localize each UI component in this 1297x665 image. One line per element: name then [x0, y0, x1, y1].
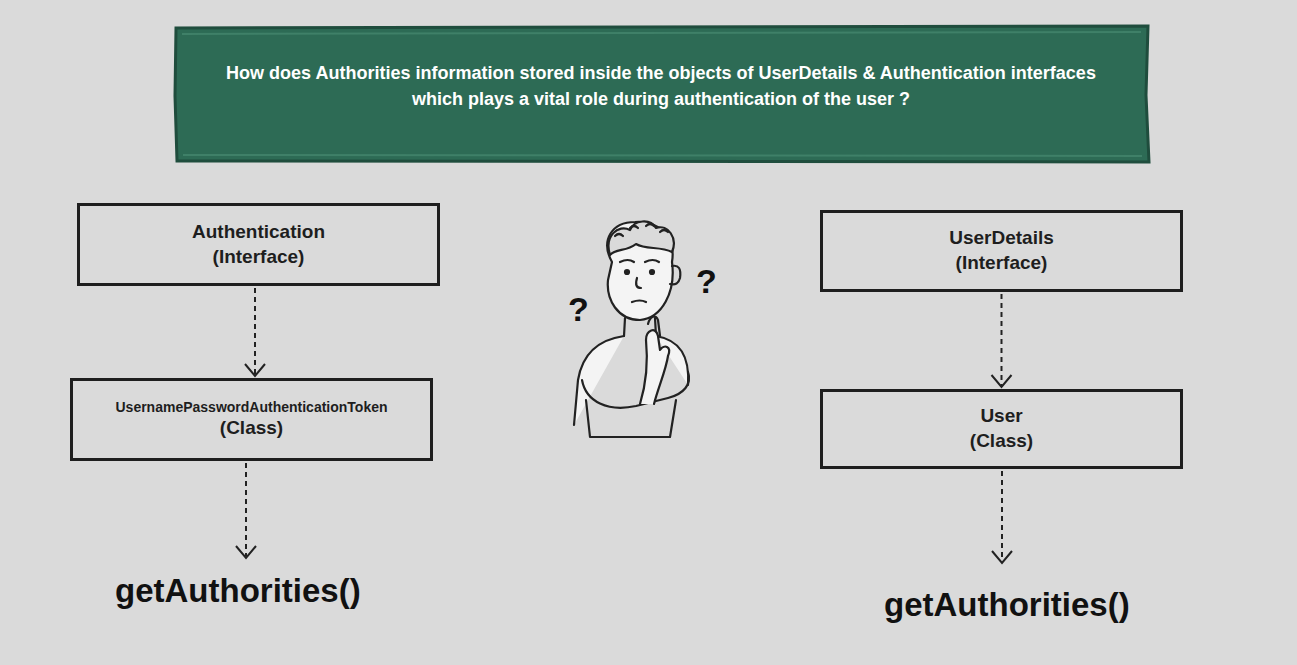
- method-name: getAuthorities(): [884, 588, 1130, 621]
- arm: [582, 372, 689, 408]
- leader-line: [1001, 471, 1003, 561]
- brows: [620, 260, 659, 262]
- arrow-head: [992, 551, 1012, 563]
- dashed-arrow: [992, 294, 1012, 387]
- method-name: getAuthorities(): [115, 574, 361, 607]
- box-kind: (Interface): [213, 245, 305, 270]
- arrow-head: [992, 375, 1012, 387]
- connector-line: [1001, 294, 1003, 387]
- class-box: User(Class): [820, 389, 1183, 469]
- box-heading: Authentication: [192, 220, 325, 245]
- interface-box: UserDetails(Interface): [820, 210, 1183, 292]
- title: How does Authorities information stored …: [200, 60, 1122, 112]
- connector-line: [254, 288, 256, 376]
- box-kind: (Interface): [956, 251, 1048, 276]
- hair: [609, 221, 674, 255]
- eye: [625, 270, 629, 274]
- leader-line: [245, 463, 247, 556]
- leader-arrows: [236, 463, 1012, 563]
- box-kind: (Class): [220, 416, 283, 441]
- eye: [650, 270, 654, 274]
- box-heading: UsernamePasswordAuthenticationToken: [115, 398, 387, 416]
- arrow-head: [245, 364, 265, 376]
- finger: [648, 317, 660, 336]
- ear: [670, 266, 680, 285]
- question-mark: ?: [696, 264, 717, 298]
- box-kind: (Class): [970, 429, 1033, 454]
- banner-edge: [182, 32, 1142, 156]
- shoulders: [574, 336, 688, 425]
- dashed-arrow: [245, 288, 265, 376]
- curls: [615, 224, 668, 236]
- torso: [586, 400, 676, 437]
- title-banner: [175, 26, 1149, 162]
- thinking-person: [574, 221, 689, 437]
- class-box: UsernamePasswordAuthenticationToken(Clas…: [70, 378, 433, 461]
- hand: [640, 330, 669, 404]
- question-mark: ?: [568, 292, 589, 326]
- arrow-head: [236, 546, 256, 558]
- box-heading: UserDetails: [949, 226, 1054, 251]
- interface-box: Authentication(Interface): [77, 203, 440, 286]
- face: [632, 278, 646, 302]
- box-heading: User: [980, 404, 1022, 429]
